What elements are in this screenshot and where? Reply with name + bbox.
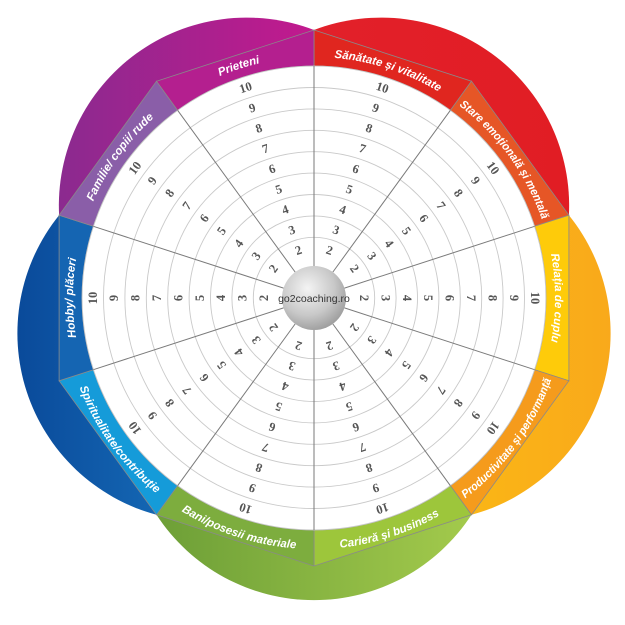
score-number: 5 — [274, 182, 284, 197]
score-number: 9 — [371, 480, 381, 495]
score-number: 4 — [280, 202, 291, 217]
score-number: 2 — [257, 295, 271, 301]
sector-spoke — [344, 307, 535, 371]
score-number: 3 — [236, 295, 250, 301]
sector-spokes — [93, 66, 535, 530]
sector-spoke — [93, 307, 284, 371]
score-number: 10 — [374, 500, 390, 517]
sector-label-text: Relația de cuplu — [548, 253, 564, 344]
score-number: 9 — [371, 100, 381, 115]
score-number: 2 — [357, 295, 371, 301]
score-number: 2 — [293, 243, 303, 258]
score-number: 3 — [331, 358, 341, 373]
center-hub — [282, 266, 346, 330]
score-number: 10 — [237, 79, 253, 96]
score-number: 9 — [107, 295, 121, 301]
sector-spoke — [332, 110, 451, 273]
score-number: 5 — [421, 295, 435, 301]
sector-spoke — [177, 323, 296, 486]
score-number: 2 — [324, 243, 334, 258]
sector-spoke — [93, 225, 284, 289]
score-number: 4 — [400, 295, 414, 302]
score-number: 7 — [357, 440, 367, 455]
score-number: 9 — [247, 100, 257, 115]
score-number: 2 — [293, 338, 303, 353]
score-number: 10 — [528, 292, 542, 305]
score-number: 8 — [364, 121, 374, 136]
score-number: 5 — [344, 182, 354, 197]
label-bands — [58, 29, 570, 567]
score-number: 3 — [287, 222, 297, 237]
center-label: go2coaching.ro — [278, 293, 350, 305]
score-number: 3 — [287, 358, 297, 373]
score-number: 3 — [331, 222, 341, 237]
score-number: 4 — [338, 202, 349, 217]
sector-label: Hobby/ plăceri — [64, 256, 79, 339]
score-number: 8 — [254, 460, 264, 475]
score-number: 8 — [364, 460, 374, 475]
score-number: 10 — [237, 500, 253, 517]
score-number: 4 — [214, 294, 228, 301]
score-number: 10 — [374, 79, 390, 96]
score-number: 9 — [247, 480, 257, 495]
score-number: 5 — [193, 295, 207, 301]
sector-spoke — [177, 110, 296, 273]
score-number: 8 — [129, 295, 143, 301]
sector-label-text: Hobby/ plăceri — [64, 256, 79, 339]
sector-spoke — [344, 225, 535, 289]
score-number: 10 — [86, 292, 100, 305]
sector-label: Relația de cuplu — [548, 253, 564, 344]
score-number: 5 — [274, 399, 284, 414]
score-number: 6 — [351, 419, 361, 434]
score-number: 7 — [260, 141, 270, 156]
score-number: 8 — [485, 295, 499, 301]
score-number: 7 — [150, 295, 164, 301]
sector-spoke — [332, 323, 451, 486]
score-number: 6 — [351, 161, 361, 176]
score-number: 7 — [260, 440, 270, 455]
score-number: 8 — [254, 121, 264, 136]
score-number: 6 — [267, 419, 277, 434]
score-number: 9 — [507, 295, 521, 301]
score-number: 7 — [464, 295, 478, 301]
score-number: 7 — [357, 141, 367, 156]
score-number: 6 — [171, 295, 185, 301]
score-number: 3 — [378, 295, 392, 301]
score-number: 4 — [337, 379, 348, 394]
score-number: 2 — [324, 338, 334, 353]
score-number: 6 — [267, 161, 277, 176]
score-number: 6 — [443, 295, 457, 301]
score-number: 5 — [344, 399, 354, 414]
score-number: 4 — [279, 378, 290, 393]
